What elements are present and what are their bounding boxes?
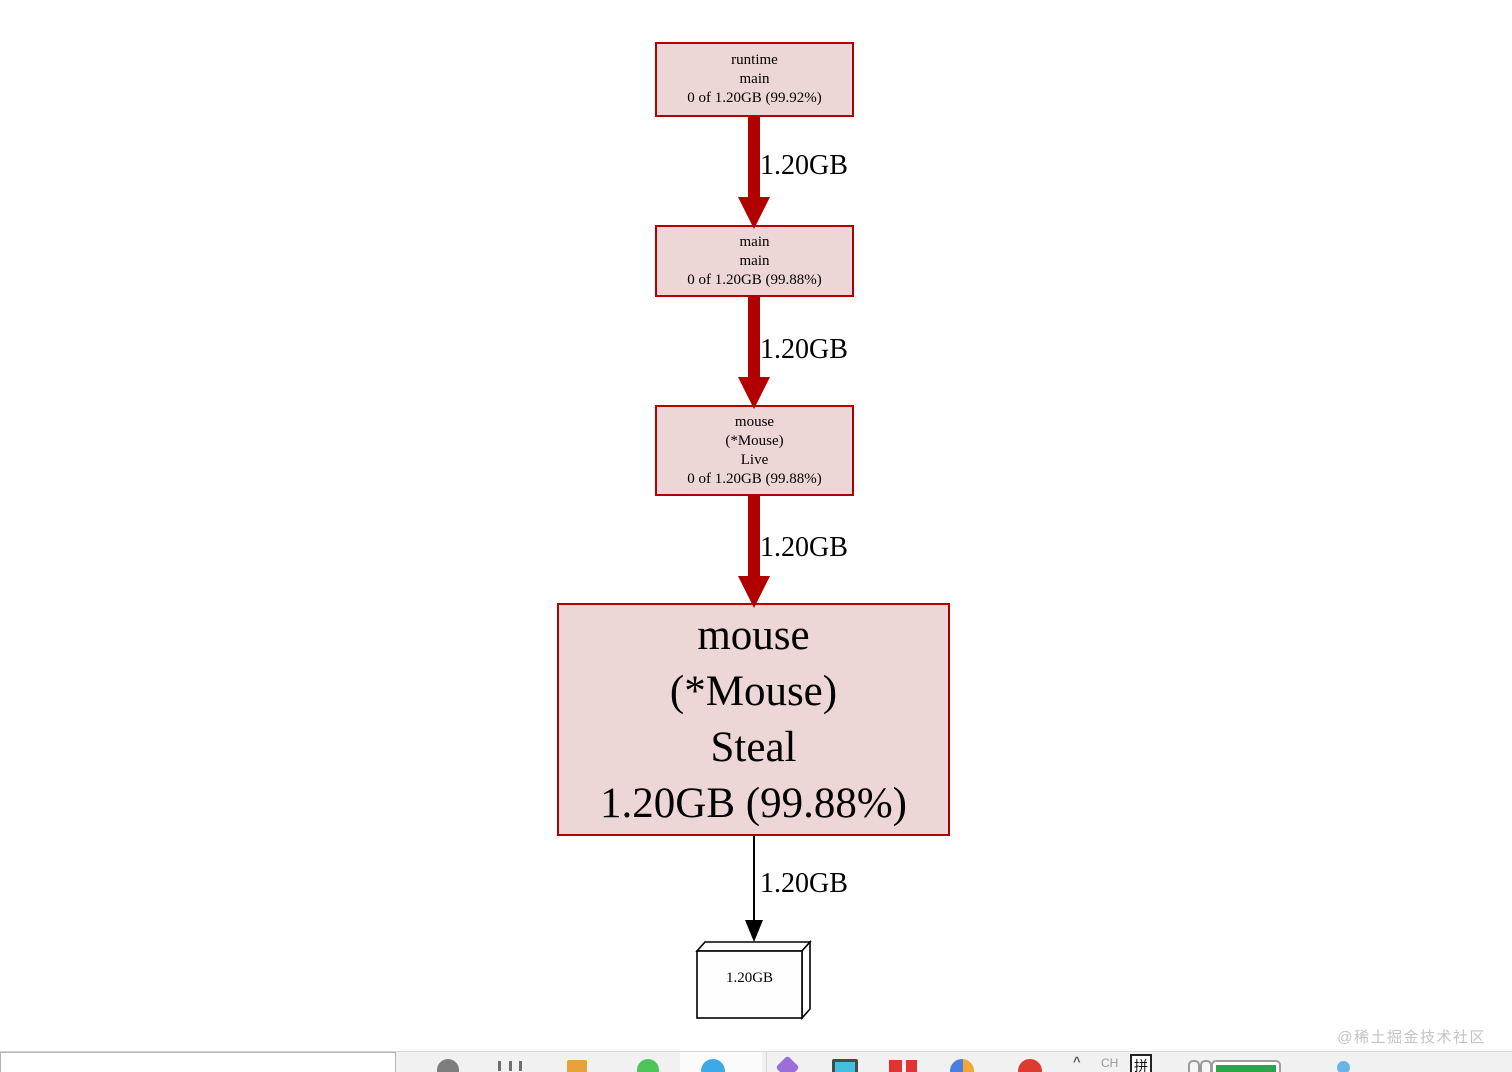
node-mouse-steal[interactable]: mouse (*Mouse) Steal 1.20GB (99.88%) bbox=[557, 603, 950, 836]
node-label-line: mouse bbox=[697, 611, 810, 659]
arrowhead-icon bbox=[738, 576, 770, 608]
node-label-line: main bbox=[739, 71, 770, 87]
node-label-line: main bbox=[739, 252, 770, 269]
tray-chevron-up-icon[interactable]: ^ bbox=[1073, 1054, 1081, 1069]
edge-label: 1.20GB bbox=[760, 150, 848, 181]
node-sink-box3d[interactable] bbox=[694, 939, 814, 1021]
multicolor-app-icon[interactable] bbox=[950, 1059, 974, 1072]
node-label-line: Live bbox=[740, 451, 769, 468]
purple-app-icon[interactable] bbox=[775, 1055, 800, 1072]
half bbox=[963, 1059, 974, 1072]
node-label-line: Steal bbox=[710, 723, 797, 771]
battery-level bbox=[1216, 1065, 1276, 1072]
tile bbox=[906, 1060, 917, 1072]
task-view-icon[interactable] bbox=[498, 1061, 524, 1071]
node-runtime-main[interactable]: runtime main 0 of 1.20GB (99.92%) bbox=[655, 42, 854, 117]
taskbar: ^ CH 拼 bbox=[0, 1051, 1512, 1072]
monitor-app-icon[interactable] bbox=[832, 1059, 858, 1072]
headset-icon[interactable] bbox=[1188, 1060, 1212, 1072]
node-label-line: 0 of 1.20GB (99.92%) bbox=[687, 90, 822, 106]
edge-label: 1.20GB bbox=[760, 334, 848, 365]
half bbox=[950, 1059, 963, 1072]
blue-browser-icon[interactable] bbox=[701, 1059, 725, 1072]
battery-indicator[interactable] bbox=[1211, 1060, 1281, 1072]
node-main-main[interactable]: main main 0 of 1.20GB (99.88%) bbox=[655, 225, 854, 297]
red-round-app-icon[interactable] bbox=[1018, 1059, 1042, 1072]
bar bbox=[498, 1061, 501, 1071]
edge-label: 1.20GB bbox=[760, 868, 848, 899]
blue-dot-icon[interactable] bbox=[1337, 1061, 1350, 1072]
bar bbox=[509, 1061, 512, 1071]
edge-steal-to-sink bbox=[753, 836, 755, 920]
node-mouse-live[interactable]: mouse (*Mouse) Live 0 of 1.20GB (99.88%) bbox=[655, 405, 854, 496]
bar bbox=[519, 1061, 522, 1071]
taskbar-search-box[interactable] bbox=[0, 1052, 396, 1072]
taskbar-divider bbox=[766, 1052, 767, 1072]
node-label-line: (*Mouse) bbox=[669, 667, 838, 715]
node-label-line: 0 of 1.20GB (99.88%) bbox=[687, 470, 822, 487]
tile bbox=[889, 1060, 902, 1072]
language-indicator[interactable]: CH bbox=[1101, 1056, 1119, 1070]
green-messenger-icon[interactable] bbox=[637, 1059, 659, 1072]
file-explorer-icon[interactable] bbox=[567, 1060, 587, 1072]
edge-live-to-steal bbox=[748, 496, 760, 576]
ime-pinyin-indicator[interactable]: 拼 bbox=[1130, 1054, 1152, 1072]
arrowhead-icon bbox=[738, 377, 770, 409]
node-label-line: 1.20GB (99.88%) bbox=[600, 779, 907, 827]
node-label-line: runtime bbox=[731, 52, 778, 68]
watermark: @稀土掘金技术社区 bbox=[1337, 1029, 1486, 1046]
node-sink-label: 1.20GB bbox=[725, 970, 774, 986]
node-label-line: main bbox=[739, 233, 770, 250]
round-gray-app-icon[interactable] bbox=[437, 1059, 459, 1072]
arrowhead-icon bbox=[745, 920, 763, 942]
edge-runtime-to-main bbox=[748, 117, 760, 197]
edge-main-to-live bbox=[748, 297, 760, 377]
node-label-line: 0 of 1.20GB (99.88%) bbox=[687, 271, 822, 288]
node-label-line: mouse bbox=[734, 413, 775, 430]
edge-label: 1.20GB bbox=[760, 532, 848, 563]
ear bbox=[1188, 1060, 1200, 1072]
node-label-line: (*Mouse) bbox=[725, 432, 784, 449]
red-tiles-app-icon[interactable] bbox=[889, 1060, 919, 1072]
arrowhead-icon bbox=[738, 197, 770, 229]
